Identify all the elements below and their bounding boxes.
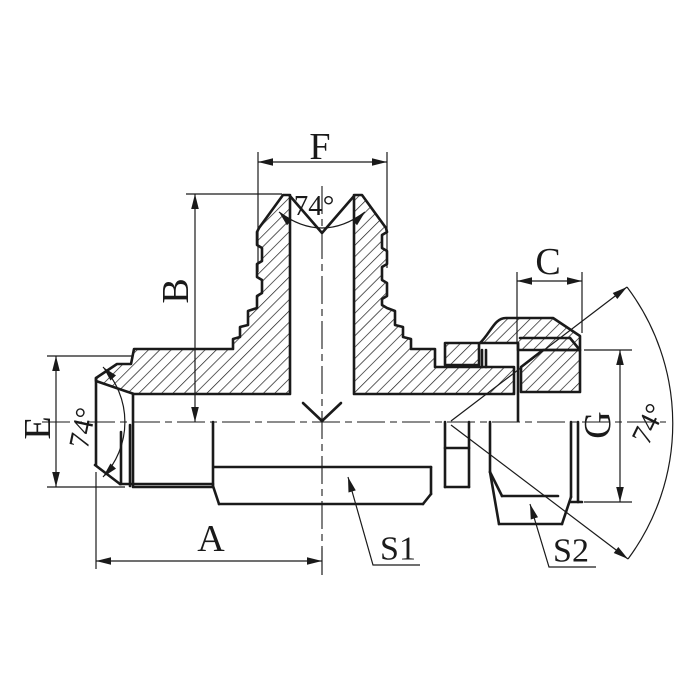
- sleeve-section: [519, 348, 582, 394]
- dim-label-g: G: [577, 411, 619, 438]
- dim-label-a: A: [197, 518, 225, 560]
- dimension-lines: [47, 152, 674, 575]
- dim-label-c: C: [535, 241, 560, 283]
- wrench-label-s1: S1: [380, 531, 416, 568]
- wrench-label-s2: S2: [553, 533, 589, 570]
- angle-label-right: 74°: [626, 399, 673, 450]
- angle-label-top: 74°: [294, 190, 335, 222]
- body-section-right: [352, 193, 516, 396]
- body-section-left: [94, 193, 292, 396]
- dim-label-b: B: [155, 278, 197, 303]
- dim-label-f: F: [309, 126, 330, 168]
- centerlines: [42, 186, 666, 548]
- dimension-arrows: [52, 158, 628, 565]
- nut-section: [443, 316, 582, 367]
- fitting-section: [94, 193, 582, 396]
- dim-label-e: E: [17, 416, 59, 439]
